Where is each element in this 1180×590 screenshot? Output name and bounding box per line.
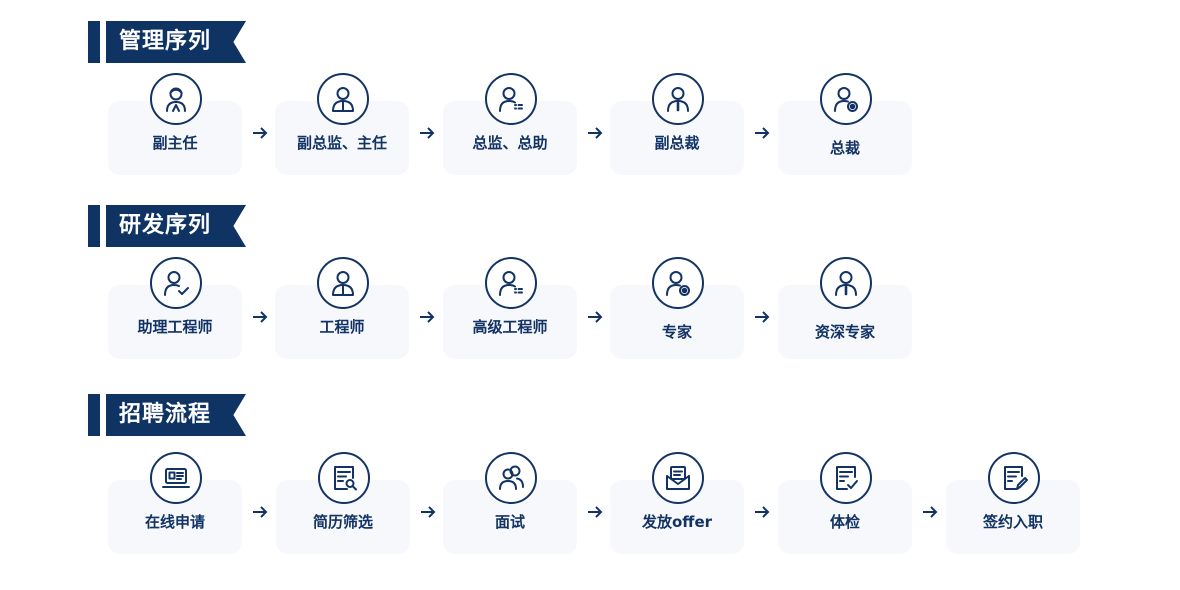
arrow-right-icon xyxy=(755,127,770,139)
arrow-right-icon xyxy=(755,506,770,518)
card-label: 简历筛选 xyxy=(312,513,373,531)
arrow-right-icon xyxy=(755,311,770,323)
card-label: 工程师 xyxy=(319,318,365,336)
card-label: 发放offer xyxy=(641,513,713,531)
section-title-management: 管理序列 xyxy=(88,21,248,63)
people-icon xyxy=(485,452,537,504)
arrow-right-icon xyxy=(421,506,436,518)
user-badge-icon xyxy=(820,73,872,125)
card-label: 在线申请 xyxy=(144,513,205,531)
sign-document-icon xyxy=(988,452,1040,504)
section-title-recruitment: 招聘流程 xyxy=(88,394,248,436)
card-president[interactable]: 总裁 xyxy=(778,73,912,175)
card-vice-president[interactable]: 副总裁 xyxy=(610,73,744,175)
section-title-bar xyxy=(88,21,100,63)
card-medical-check[interactable]: 体检 xyxy=(778,452,912,554)
card-director[interactable]: 总监、总助 xyxy=(443,73,577,175)
card-label: 资深专家 xyxy=(814,323,875,341)
card-label: 助理工程师 xyxy=(137,318,213,336)
card-senior-expert[interactable]: 资深专家 xyxy=(778,257,912,359)
card-sign-onboard[interactable]: 签约入职 xyxy=(946,452,1080,554)
section-title-banner xyxy=(106,394,246,436)
card-label: 副总监、主任 xyxy=(296,134,387,152)
user-tie-icon xyxy=(820,257,872,309)
card-assistant-engineer[interactable]: 助理工程师 xyxy=(108,257,242,359)
card-senior-engineer[interactable]: 高级工程师 xyxy=(443,257,577,359)
card-label: 面试 xyxy=(494,513,525,531)
arrow-right-icon xyxy=(588,311,603,323)
recruitment-row: 在线申请 简历筛选 面试 xyxy=(0,452,1180,590)
section-title-label: 管理序列 xyxy=(119,29,212,54)
medical-check-icon xyxy=(820,452,872,504)
user-check-icon xyxy=(150,257,202,309)
arrow-right-icon xyxy=(253,506,268,518)
arrow-right-icon xyxy=(253,311,268,323)
section-title-rnd: 研发序列 xyxy=(88,205,248,247)
management-row: 副主任 副总监、主任 总监、总助 xyxy=(0,73,1180,211)
card-interview[interactable]: 面试 xyxy=(443,452,577,554)
card-offer[interactable]: 发放offer xyxy=(610,452,744,554)
arrow-right-icon xyxy=(923,506,938,518)
card-expert[interactable]: 专家 xyxy=(610,257,744,359)
arrow-right-icon xyxy=(420,311,435,323)
arrow-right-icon xyxy=(588,127,603,139)
card-label: 体检 xyxy=(829,513,860,531)
arrow-right-icon xyxy=(420,127,435,139)
card-label: 专家 xyxy=(661,323,692,341)
card-label: 副总裁 xyxy=(654,134,700,152)
user-suit-icon xyxy=(317,73,369,125)
arrow-right-icon xyxy=(588,506,603,518)
resume-search-icon xyxy=(318,452,370,504)
card-label: 总裁 xyxy=(829,139,860,157)
card-online-apply[interactable]: 在线申请 xyxy=(108,452,242,554)
card-label: 签约入职 xyxy=(982,513,1043,531)
section-title-banner xyxy=(106,205,246,247)
section-title-label: 研发序列 xyxy=(119,213,212,238)
section-title-bar xyxy=(88,205,100,247)
user-female-icon xyxy=(150,73,202,125)
arrow-right-icon xyxy=(253,127,268,139)
user-list-icon xyxy=(485,257,537,309)
card-label: 总监、总助 xyxy=(472,134,548,152)
card-label: 副主任 xyxy=(152,134,198,152)
card-engineer[interactable]: 工程师 xyxy=(275,257,409,359)
rnd-row: 助理工程师 工程师 高级工程师 xyxy=(0,257,1180,395)
user-suit-icon xyxy=(317,257,369,309)
envelope-icon xyxy=(652,452,704,504)
user-tie-icon xyxy=(652,73,704,125)
card-label: 高级工程师 xyxy=(472,318,548,336)
section-title-banner xyxy=(106,21,246,63)
card-deputy-director[interactable]: 副主任 xyxy=(108,73,242,175)
card-deputy-chief[interactable]: 副总监、主任 xyxy=(275,73,409,175)
card-resume-screening[interactable]: 简历筛选 xyxy=(276,452,410,554)
section-title-bar xyxy=(88,394,100,436)
user-badge-icon xyxy=(652,257,704,309)
laptop-profile-icon xyxy=(150,452,202,504)
section-title-label: 招聘流程 xyxy=(119,402,212,427)
user-list-icon xyxy=(485,73,537,125)
